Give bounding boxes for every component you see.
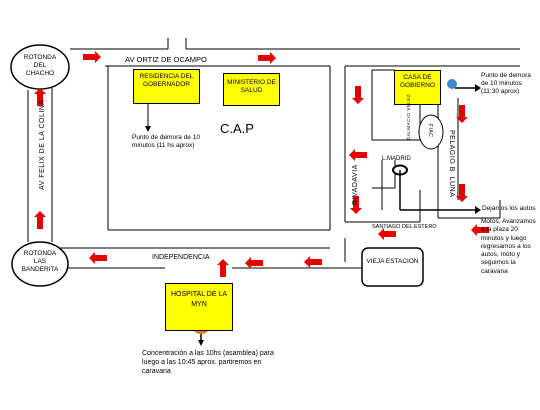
dejamos-note: Dejamos los autos <box>482 205 536 212</box>
independencia-label: INDEPENDENCIA <box>152 254 210 261</box>
rivadavia-label: RIVADAVIA <box>352 164 359 205</box>
ministerio-building: MINISTERIO DE SALUD <box>223 73 280 106</box>
concentracion-note: Concentración a las 10hs (asamblea) para… <box>142 350 274 375</box>
rotonda-banderita-circle <box>11 241 69 287</box>
demora-note-1: Punto de demora de 10 minutos (11 hs apr… <box>132 134 200 149</box>
demora2-pointer <box>475 84 481 92</box>
santiago-label: SANTIAGO DEL ESTERO <box>372 224 437 230</box>
hospital-building: HOSPITAL DE LA MYN <box>165 283 233 331</box>
fiac-oval <box>418 114 444 150</box>
dalmacio-label: DALMACIO VELEZ <box>406 93 411 140</box>
dejamos-pointer <box>475 206 481 214</box>
casa-gobierno-building: CASA DE GOBIERNO <box>394 70 441 105</box>
av-felix-label: AV FELIX DE LA COLINA <box>39 99 46 190</box>
rotonda-banderita-label: ROTONDA LAS BANDERITA <box>21 250 59 273</box>
av-ortiz-label: AV ORTIZ DE OCAMPO <box>125 55 207 64</box>
cap-label: C.A.P <box>220 121 254 136</box>
residencia-building: RESIDENCIA DEL GOBERNADOR <box>133 69 200 104</box>
street-lines <box>27 38 520 269</box>
motos-note: Motos, Avanzamos a la plaza 20 minutos y… <box>481 218 536 275</box>
demora1-pointer <box>145 126 151 132</box>
vieja-estacion-box <box>361 247 424 287</box>
demora-note-2: Punto de demora de 10 minutos (11:30 apr… <box>481 72 531 95</box>
l-madrid-label: L.MADRID <box>382 156 411 162</box>
fiac-label: FIAC <box>427 124 433 138</box>
pelagio-label: PELAGIO B. LUNA <box>448 130 455 198</box>
rotonda-chacho-label: ROTONDA DEL CHACHO <box>23 54 57 77</box>
concentracion-pointer <box>198 340 204 346</box>
vieja-estacion-label: VIEJA ESTACION <box>366 258 419 265</box>
demora2-marker <box>447 79 457 89</box>
